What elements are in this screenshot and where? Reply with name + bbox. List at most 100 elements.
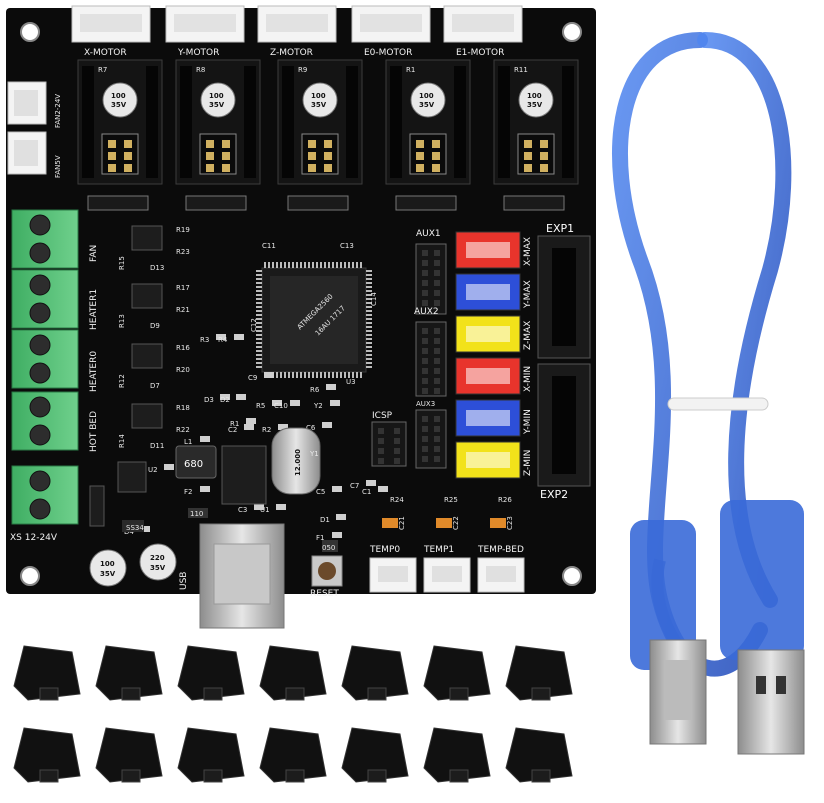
pin: [344, 262, 346, 268]
jumper-cap: [177, 727, 245, 783]
cap-voltage: 35V: [311, 101, 327, 109]
cap-value: 100: [527, 92, 542, 100]
pin-header: [454, 66, 466, 178]
pin: [352, 262, 354, 268]
pin: [366, 310, 372, 312]
connector-slot: [486, 566, 516, 582]
pin: [256, 366, 262, 368]
component-ref: C7: [350, 482, 359, 490]
smd-part: [366, 480, 376, 486]
pin: [422, 426, 428, 432]
endstop-label: Y-MAX: [523, 280, 533, 309]
pin: [356, 372, 358, 378]
resistor-label: R8: [196, 66, 205, 74]
cable-tie: [667, 397, 769, 411]
pin: [256, 362, 262, 364]
pin: [356, 262, 358, 268]
usb-b-port: USB: [179, 523, 285, 629]
smd-part: [200, 486, 210, 492]
pin: [256, 318, 262, 320]
mosfet-ref: D11: [150, 442, 164, 450]
pin-header: [146, 66, 158, 178]
pin: [422, 378, 428, 384]
screw: [29, 274, 51, 296]
pin: [256, 346, 262, 348]
component-ref: F1: [316, 534, 324, 542]
pin: [264, 262, 266, 268]
pin: [308, 152, 316, 160]
jumper-cap: [423, 645, 491, 701]
mount-hole: [562, 22, 582, 42]
smd-part: [332, 532, 342, 538]
smd-part: [330, 400, 340, 406]
connector-slot: [360, 14, 422, 32]
microstep-jumpers: [301, 133, 339, 175]
pin: [256, 314, 262, 316]
pin: [222, 164, 230, 172]
jumper-tab: [285, 687, 305, 701]
pin: [336, 262, 338, 268]
cap-c13: C13: [340, 242, 354, 250]
aux1-label: AUX1: [416, 229, 441, 239]
pin: [366, 302, 372, 304]
pin: [280, 372, 282, 378]
pin: [324, 140, 332, 148]
pin: [256, 342, 262, 344]
smd-part: [264, 372, 274, 378]
component-ref: D2: [220, 396, 230, 404]
pin: [340, 372, 342, 378]
pin: [256, 274, 262, 276]
reset-button: RESET: [310, 555, 343, 599]
pin: [288, 372, 290, 378]
connector-slot: [466, 242, 510, 258]
pin: [222, 140, 230, 148]
pin: [324, 152, 332, 160]
pin: [256, 326, 262, 328]
pin: [434, 358, 440, 364]
pin: [366, 322, 372, 324]
cap-voltage: 35V: [209, 101, 225, 109]
pin: [434, 378, 440, 384]
cap-value: 100: [209, 92, 224, 100]
pin: [394, 438, 400, 444]
electrolytic-capacitor: [410, 82, 446, 118]
pin: [280, 262, 282, 268]
pin: [222, 152, 230, 160]
inductor-value: 680: [184, 459, 203, 470]
pin: [366, 346, 372, 348]
component-ref: R5: [256, 402, 265, 410]
pin: [422, 250, 428, 256]
pin: [304, 372, 306, 378]
jumper-cap: [259, 727, 327, 783]
small-header: [87, 195, 149, 211]
fan5v-label: FAN5V: [54, 155, 62, 178]
jumper-cap: [423, 727, 491, 783]
pin: [348, 262, 350, 268]
electrolytic-capacitor: [139, 543, 177, 581]
pin: [366, 334, 372, 336]
reset-label: RESET: [310, 589, 339, 599]
pin: [308, 164, 316, 172]
jumper-tab: [121, 687, 141, 701]
pin: [432, 164, 440, 172]
jumper-tab: [367, 769, 387, 783]
cap-voltage: 35V: [419, 101, 435, 109]
pin: [352, 372, 354, 378]
electrolytic-capacitor: [518, 82, 554, 118]
temp-cap: C22: [452, 516, 460, 530]
cap-value: 100: [419, 92, 434, 100]
resistor-label: R7: [98, 66, 107, 74]
smd-part: [490, 518, 506, 528]
pin: [328, 372, 330, 378]
pin: [256, 358, 262, 360]
screw: [29, 242, 51, 264]
pin: [256, 278, 262, 280]
pin: [268, 262, 270, 268]
usb-label: USB: [179, 572, 189, 590]
mosfet: [131, 283, 163, 309]
jumper-tab: [449, 687, 469, 701]
pin: [124, 164, 132, 172]
pin-header: [346, 66, 358, 178]
microstep-jumpers: [199, 133, 237, 175]
